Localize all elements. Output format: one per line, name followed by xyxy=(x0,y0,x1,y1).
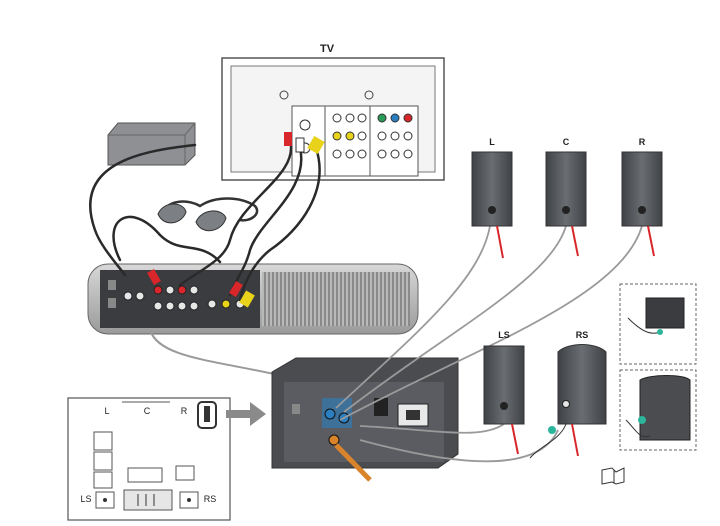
speaker-center: C xyxy=(545,137,587,257)
speaker-ls-label: LS xyxy=(498,330,510,340)
bass-module xyxy=(271,357,459,482)
panel-label-rs: RS xyxy=(204,494,217,504)
tv-label: TV xyxy=(320,43,335,55)
speaker-cables xyxy=(335,225,643,463)
speaker-left-label: L xyxy=(489,137,495,147)
speaker-left-surround: LS xyxy=(483,330,525,455)
detail-inset-bottom xyxy=(619,369,697,451)
panel-label-center: C xyxy=(144,406,151,416)
speaker-right: R xyxy=(621,137,663,257)
media-console xyxy=(87,263,419,335)
panel-label-right: R xyxy=(181,406,188,416)
book-icon xyxy=(601,467,625,485)
panel-label-ls: LS xyxy=(80,494,91,504)
detail-inset-top xyxy=(619,283,697,365)
headphone-icon xyxy=(157,197,259,232)
tv: TV xyxy=(221,43,445,181)
speaker-right-label: R xyxy=(639,137,646,147)
speaker-rs-label: RS xyxy=(576,330,589,340)
arrow-right-icon xyxy=(226,402,266,426)
av-cables xyxy=(89,132,325,308)
speaker-right-surround: RS xyxy=(529,330,607,459)
speaker-center-label: C xyxy=(563,137,570,147)
speaker-left: L xyxy=(471,137,513,259)
connector-panel: L C R LS RS xyxy=(67,397,231,521)
power-adapter-icon xyxy=(107,122,196,166)
panel-label-left: L xyxy=(104,406,109,416)
